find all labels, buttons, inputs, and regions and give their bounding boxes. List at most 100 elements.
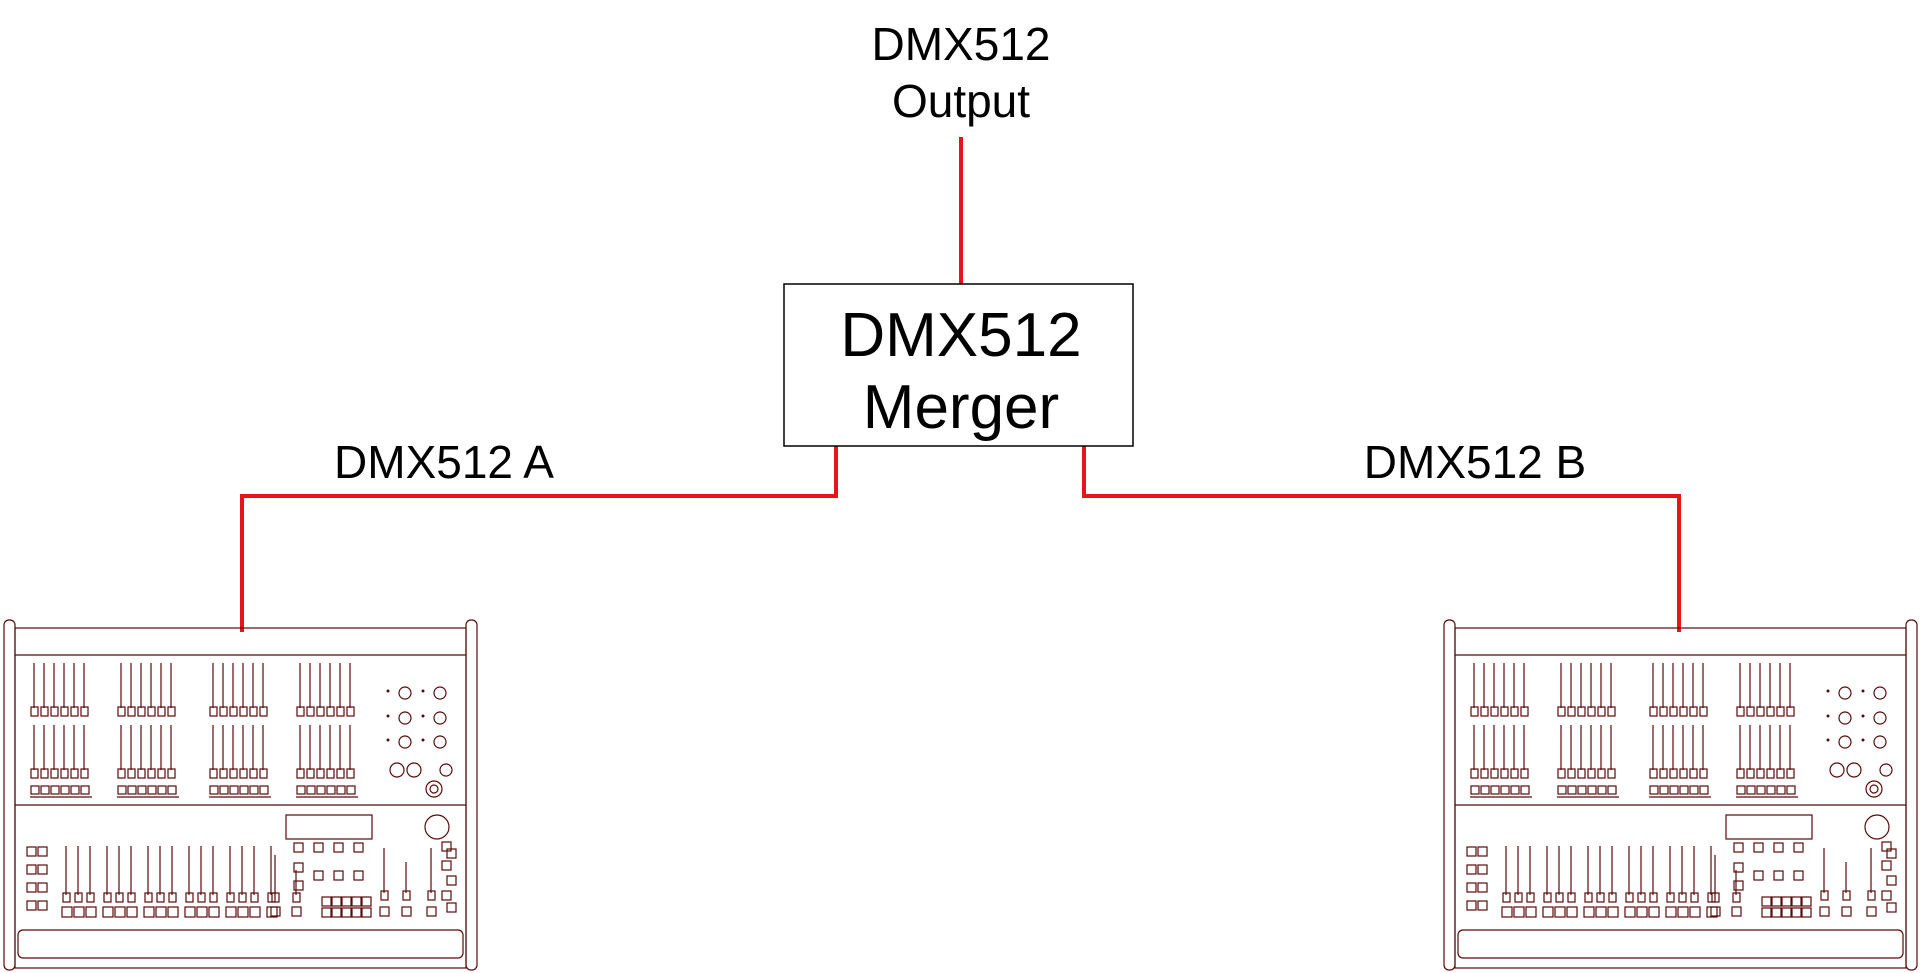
output-label-line1: DMX512 — [872, 18, 1051, 70]
cable-a — [240, 446, 838, 632]
playback-button — [237, 906, 249, 918]
fader-knob — [40, 706, 49, 717]
fader-knob — [1766, 768, 1775, 779]
console-handle-left — [1443, 619, 1456, 971]
aux-button — [1881, 890, 1892, 901]
keypad-button — [351, 896, 362, 907]
aux-button — [446, 848, 457, 859]
fader-knob — [147, 768, 156, 779]
flash-button — [249, 785, 259, 795]
keypad-button — [1781, 907, 1792, 918]
encoder-dot — [421, 738, 425, 742]
console-handle-right — [1905, 619, 1918, 971]
flash-button — [1500, 785, 1510, 795]
side-button — [1477, 846, 1488, 857]
encoder-knob — [398, 735, 412, 749]
fader-knob — [1577, 706, 1586, 717]
encoder-dot — [386, 714, 390, 718]
aux-button — [1731, 906, 1742, 917]
playback-button — [126, 906, 138, 918]
aux-fader-knob — [1732, 892, 1741, 903]
fader-knob — [1776, 768, 1785, 779]
fader-knob — [316, 768, 325, 779]
playback-button — [1542, 906, 1554, 918]
side-button — [1466, 900, 1477, 911]
encoder-knob — [433, 711, 447, 725]
encoder-knob — [1873, 735, 1887, 749]
flash-button — [306, 785, 316, 795]
playback-fader-knob — [250, 892, 259, 903]
console-body — [1454, 627, 1907, 969]
keypad-button — [1793, 870, 1804, 881]
playback-button — [1607, 906, 1619, 918]
input-a-label: DMX512 A — [334, 436, 554, 488]
playback-fader-knob — [127, 892, 136, 903]
playback-button — [1554, 906, 1566, 918]
fader-knob — [1659, 706, 1668, 717]
fader-knob — [157, 706, 166, 717]
flash-button — [1480, 785, 1490, 795]
playback-button — [196, 906, 208, 918]
aux-button — [379, 906, 390, 917]
side-button — [37, 864, 48, 875]
side-button — [37, 846, 48, 857]
encoder-knob — [1829, 762, 1845, 778]
keypad-button — [351, 907, 362, 918]
encoder-knob — [1838, 686, 1852, 700]
fader-knob — [1470, 706, 1479, 717]
keypad-button — [1793, 842, 1804, 853]
playback-button — [1665, 906, 1677, 918]
aux-button — [1886, 902, 1897, 913]
keypad-button — [353, 842, 364, 853]
side-button — [1477, 900, 1488, 911]
encoder-knob — [433, 686, 447, 700]
fader-knob — [1607, 706, 1616, 717]
merger-box — [783, 283, 1134, 447]
fader-knob — [1699, 706, 1708, 717]
keypad-button — [353, 870, 364, 881]
flash-button — [1470, 785, 1480, 795]
playback-button — [61, 906, 73, 918]
encoder-knob — [1873, 686, 1887, 700]
side-button — [1466, 846, 1477, 857]
fader-knob — [137, 706, 146, 717]
grand-master-knob-inner — [429, 784, 439, 794]
flash-button — [1557, 785, 1567, 795]
playback-fader-knob — [1608, 892, 1617, 903]
grand-master-knob — [1865, 780, 1883, 798]
playback-button — [1501, 906, 1513, 918]
fader-knob — [137, 768, 146, 779]
side-button — [37, 882, 48, 893]
lcd-display — [1725, 814, 1813, 840]
keypad-button — [1761, 907, 1772, 918]
playback-button — [143, 906, 155, 918]
fader-knob — [219, 706, 228, 717]
playback-button — [167, 906, 179, 918]
fader-knob — [167, 768, 176, 779]
fader-knob — [249, 768, 258, 779]
aux-button — [446, 875, 457, 886]
encoder-knob — [398, 686, 412, 700]
console-body — [14, 627, 467, 969]
playback-button — [73, 906, 85, 918]
aux-button — [446, 902, 457, 913]
encoder-knob — [1846, 762, 1862, 778]
playback-button — [184, 906, 196, 918]
encoder-dot — [1826, 738, 1830, 742]
fader-knob — [1500, 768, 1509, 779]
aux-fader-knob — [292, 892, 301, 903]
playback-fader-knob — [156, 892, 165, 903]
flash-button — [1746, 785, 1756, 795]
flash-button — [147, 785, 157, 795]
fader-knob — [1786, 768, 1795, 779]
playback-fader-knob — [1526, 892, 1535, 903]
aux-button — [1841, 906, 1852, 917]
encoder-knob — [1879, 763, 1893, 777]
playback-button — [225, 906, 237, 918]
aux-fader-knob — [402, 890, 411, 901]
aux-button — [1881, 860, 1892, 871]
flash-button — [239, 785, 249, 795]
playback-button — [1583, 906, 1595, 918]
playback-fader-knob — [238, 892, 247, 903]
flash-button — [127, 785, 137, 795]
